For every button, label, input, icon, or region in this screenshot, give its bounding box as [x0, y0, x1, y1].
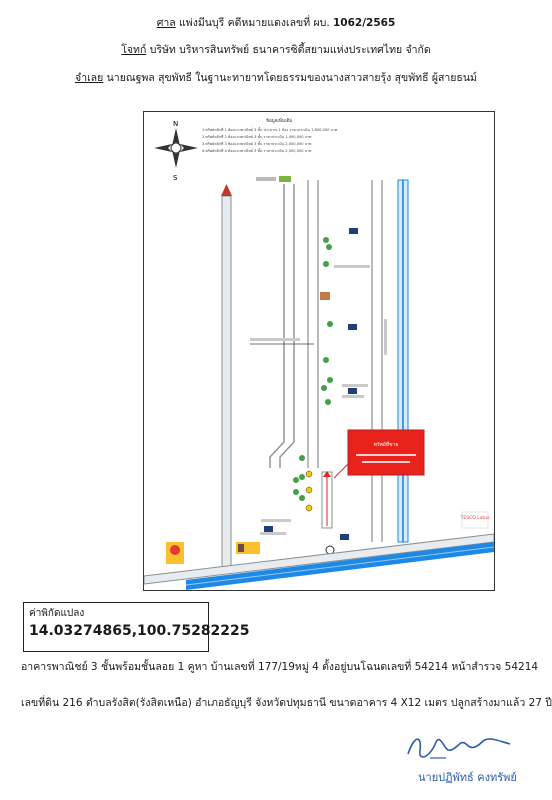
- map-canvas: N S ข้อมูลเพิ่มเติม 1.ทรัพย์หลักที่ 1 ห้…: [143, 117, 495, 590]
- tree-markers: [299, 237, 333, 501]
- property-description-line-2: เลขที่ดิน 216 ตำบลรังสิต(รังสิตเหนือ) อำ…: [21, 697, 552, 709]
- shop-brand: TESCO Lotus: [460, 515, 490, 521]
- coordinates-box: ค่าพิกัดแปลง 14.03274865,100.75282225: [23, 602, 250, 652]
- station-logo: [166, 542, 184, 564]
- building-markers: [264, 228, 358, 540]
- defendant-label: จำเลย: [75, 72, 104, 84]
- shop-logo: [236, 542, 260, 554]
- court-line: ศาล แพ่งมีนบุรี คดีหมายแดงเลขที่ ผบ. 106…: [0, 14, 552, 31]
- legend-title: ข้อมูลเพิ่มเติม: [266, 117, 292, 124]
- canal-diagonal: [185, 542, 495, 590]
- property-pointer: [333, 461, 351, 479]
- legend-line-2: 2.ทรัพย์หลักที่ 2 ห้องแถวพาณิชย์ 3 ชั้น …: [202, 134, 312, 139]
- north-label: N: [173, 120, 178, 128]
- road-stub: [321, 471, 333, 529]
- plaintiff-label: โจทก์: [121, 44, 147, 56]
- road-right: [371, 180, 383, 542]
- signer-name: นายปฏิพัทธ์ คงทรัพย์: [418, 771, 517, 784]
- coordinates-value: 14.03274865,100.75282225: [29, 623, 250, 639]
- legend-line-3: 3.ทรัพย์หลักที่ 3 ห้องแถวพาณิชย์ 3 ชั้น …: [202, 141, 312, 146]
- road-number-marker: [325, 545, 335, 555]
- road-middle: [269, 180, 319, 468]
- tree-markers-lower: [293, 477, 299, 495]
- case-number: 1062/2565: [333, 17, 396, 29]
- road-left-vertical: [221, 184, 232, 569]
- property-description-line-1: อาคารพาณิชย์ 3 ชั้นพร้อมชั้นลอย 1 คูหา บ…: [21, 661, 539, 673]
- landmark-icon: [279, 176, 291, 182]
- defendant-line: จำเลย นายณฐพล สุขพัทธี ในฐานะทายาทโดยธรร…: [0, 69, 552, 86]
- compass-rose-icon: N S: [154, 120, 198, 182]
- property-box: ทรัพย์ที่ขาย: [347, 429, 425, 476]
- legend-line-4: 4.ทรัพย์หลักที่ 4 ห้องแถวพาณิชย์ 3 ชั้น …: [202, 148, 312, 153]
- legend-line-1: 1.ทรัพย์หลักที่ 1 ห้องแถวพาณิชย์ 3 ชั้น …: [202, 127, 338, 132]
- court-text: แพ่งมีนบุรี คดีหมายแดงเลขที่ ผบ.: [179, 17, 330, 29]
- location-map: N S ข้อมูลเพิ่มเติม 1.ทรัพย์หลักที่ 1 ห้…: [143, 111, 495, 591]
- temple-marker: [320, 292, 330, 300]
- property-box-text: ทรัพย์ที่ขาย: [374, 441, 399, 448]
- main-road-diagonal: [143, 533, 495, 585]
- south-label: S: [173, 174, 178, 182]
- plaintiff-line: โจทก์ บริษัท บริหารสินทรัพย์ ธนาคารซิตี้…: [0, 41, 552, 58]
- plaintiff-text: บริษัท บริหารสินทรัพย์ ธนาคารซิตี้สยามแห…: [149, 44, 431, 56]
- defendant-text: นายณฐพล สุขพัทธี ในฐานะทายาทโดยธรรมของนา…: [106, 72, 477, 84]
- map-label-bars: [250, 265, 387, 535]
- handwritten-signature: [407, 738, 511, 759]
- landmark-label-bar: [256, 177, 276, 181]
- canal-vertical: [397, 179, 409, 543]
- court-label: ศาล: [156, 17, 176, 29]
- km-markers: [305, 470, 313, 512]
- tesco-lotus-logo: TESCO Lotus: [460, 511, 490, 529]
- coordinates-label: ค่าพิกัดแปลง: [29, 608, 85, 619]
